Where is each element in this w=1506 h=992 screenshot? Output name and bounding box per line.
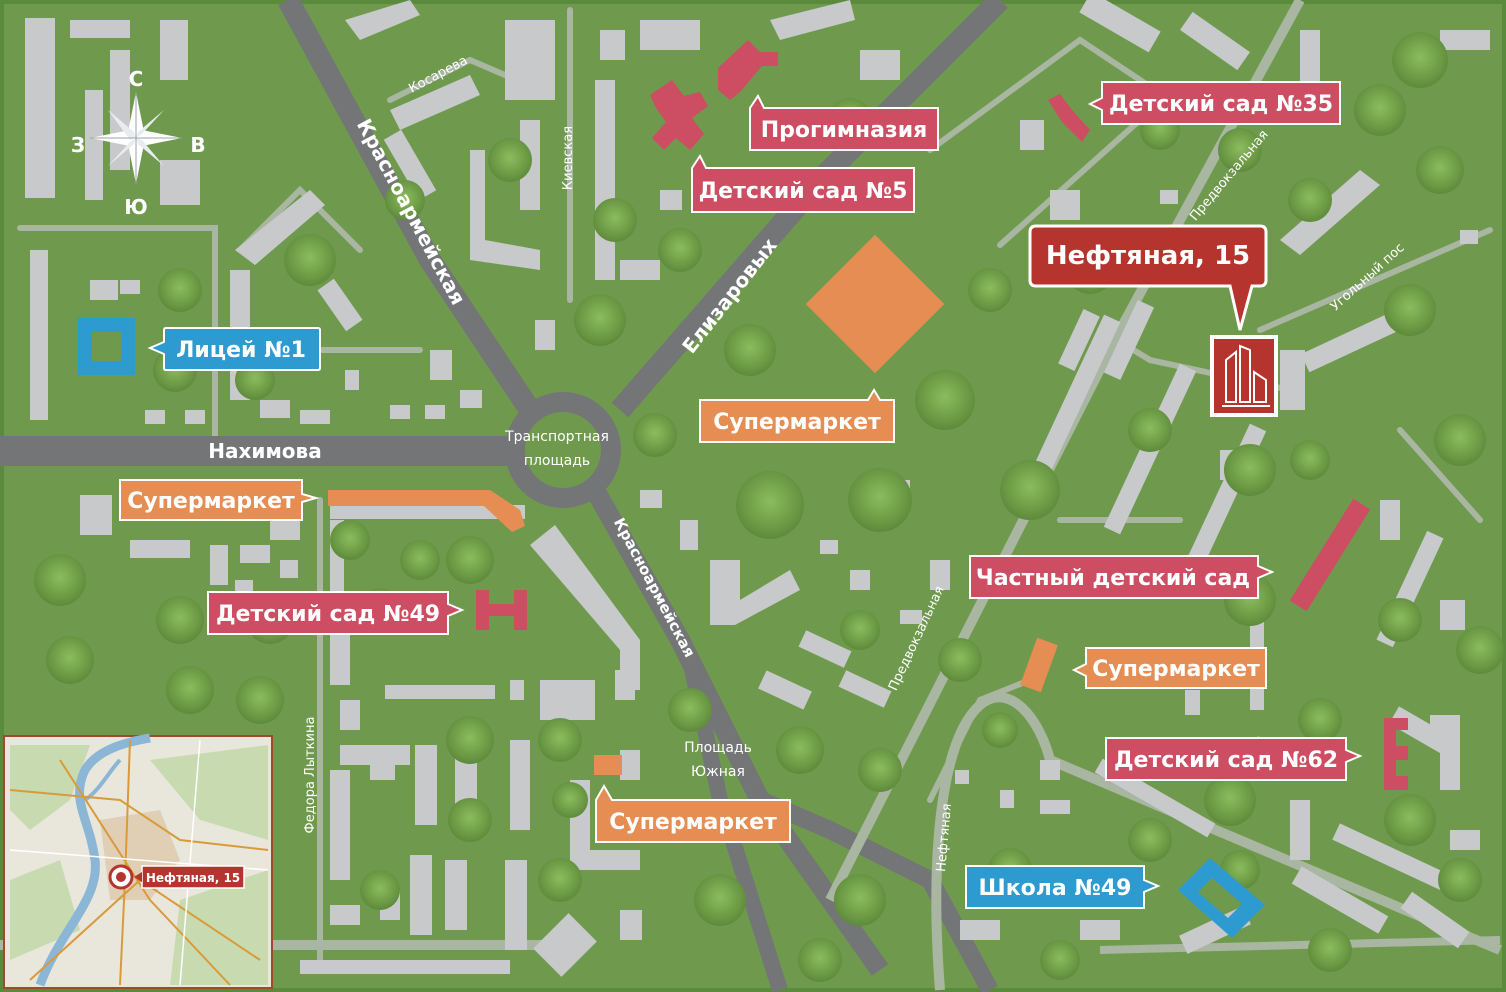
poi-buildings <box>78 40 1408 938</box>
inset-map: Нефтяная, 15 <box>3 733 273 989</box>
label-supermarket-center: Супермаркет <box>699 388 895 443</box>
roundabout-island <box>525 412 601 488</box>
supermarket-south-label: Супермаркет <box>609 810 777 835</box>
supermarket-east-label: Супермаркет <box>1092 657 1260 682</box>
label-supermarket-east: Супермаркет <box>1071 647 1267 689</box>
compass-east-label: В <box>190 133 205 157</box>
label-target: Нефтяная, 15 <box>1028 224 1268 331</box>
liceum-label: Лицей №1 <box>176 338 306 363</box>
supermarket-center-label: Супермаркет <box>713 410 881 435</box>
compass-west-label: З <box>71 133 85 157</box>
target-marker <box>1210 335 1278 417</box>
label-liceum: Лицей №1 <box>147 327 321 371</box>
progymnasium-label: Прогимназия <box>761 118 928 143</box>
south-square-line1: Площадь <box>684 740 752 756</box>
supermarket-east-building <box>1020 637 1058 693</box>
private-kindergarten-label: Частный детский сад <box>976 566 1250 591</box>
liceum-building <box>78 318 135 375</box>
transport-square-line1: Транспортная <box>504 429 609 445</box>
kindergarten-35-building <box>1048 94 1090 142</box>
compass: С Ю З В <box>71 67 206 219</box>
street-kievskaya: Киевская <box>561 126 576 190</box>
label-supermarket-west: Супермаркет <box>119 479 320 521</box>
kindergarten-35-label: Детский сад №35 <box>1109 92 1333 117</box>
kindergarten-49-label: Детский сад №49 <box>216 602 440 627</box>
label-kindergarten-35: Детский сад №35 <box>1087 81 1341 125</box>
buildings <box>25 0 1490 977</box>
kindergarten-62-building <box>1384 718 1408 790</box>
transport-square-line2: площадь <box>524 453 590 469</box>
label-private-kindergarten: Частный детский сад <box>969 555 1275 599</box>
street-neftyanaya: Нефтяная <box>934 803 955 873</box>
street-nahimova: Нахимова <box>208 439 321 463</box>
label-kindergarten-62: Детский сад №62 <box>1105 737 1363 781</box>
label-school-49: Школа №49 <box>965 865 1161 909</box>
school-49-label: Школа №49 <box>979 876 1132 901</box>
south-square-line2: Южная <box>691 764 745 780</box>
poi-labels: Лицей №1 Прогимназия Детский сад №5 Детс… <box>119 81 1363 909</box>
label-kindergarten-49: Детский сад №49 <box>207 591 465 635</box>
compass-north-label: С <box>129 67 144 91</box>
kindergarten-49-building <box>476 590 527 630</box>
label-supermarket-south: Супермаркет <box>595 783 791 843</box>
supermarket-south-building <box>594 755 622 775</box>
inset-target-label: Нефтяная, 15 <box>146 871 240 885</box>
kindergarten-5-label: Детский сад №5 <box>699 179 908 204</box>
progymnasium-building <box>650 40 778 150</box>
label-kindergarten-5: Детский сад №5 <box>691 154 915 213</box>
kindergarten-62-label: Детский сад №62 <box>1114 748 1338 773</box>
compass-south-label: Ю <box>124 195 147 219</box>
target-label: Нефтяная, 15 <box>1046 241 1250 271</box>
supermarket-west-building <box>328 490 525 532</box>
street-fedora-lytkina: Федора Лыткина <box>303 717 318 834</box>
label-progymnasium: Прогимназия <box>749 94 939 151</box>
private-kindergarten-building <box>1289 498 1371 612</box>
school-49-building <box>1178 858 1265 938</box>
supermarket-west-label: Супермаркет <box>127 489 295 514</box>
